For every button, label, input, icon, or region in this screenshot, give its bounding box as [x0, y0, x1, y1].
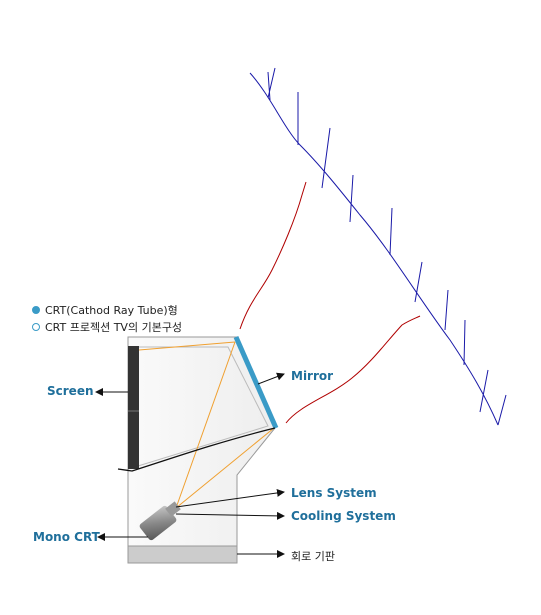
label-mono-crt: Mono CRT — [33, 530, 100, 544]
legend-item-basic-structure-text: CRT 프로젝션 TV의 기본구성 — [45, 321, 183, 334]
blue-scribble — [249, 67, 507, 426]
red-scribble-upper — [239, 181, 307, 330]
mono-crt-tube — [139, 501, 181, 541]
black-scribble — [117, 427, 276, 472]
legend-item-basic-structure: CRT 프로젝션 TV의 기본구성 — [32, 319, 182, 335]
red-scribble-lower — [285, 315, 421, 424]
bullet-filled-icon — [32, 306, 40, 314]
legend-item-crt-type-text: CRT(Cathod Ray Tube)형 — [45, 304, 178, 317]
legend-item-crt-type: CRT(Cathod Ray Tube)형 — [32, 302, 178, 318]
label-cooling-system: Cooling System — [291, 509, 396, 523]
screen-panel — [128, 346, 139, 469]
callout-arrows — [95, 372, 285, 558]
arrow-cooling-system — [175, 511, 285, 520]
label-screen: Screen — [47, 384, 94, 398]
circuit-board — [127, 545, 238, 564]
arrow-lens-system — [175, 489, 285, 508]
label-mirror: Mirror — [291, 369, 334, 383]
label-lens-system: Lens System — [291, 486, 377, 500]
mirror — [233, 335, 279, 430]
cabinet-inner — [137, 346, 269, 467]
label-circuit-board: 회로 기판 — [291, 550, 335, 563]
bullet-hollow-icon — [32, 323, 40, 331]
light-beams — [138, 341, 275, 509]
arrow-mirror — [257, 372, 285, 385]
